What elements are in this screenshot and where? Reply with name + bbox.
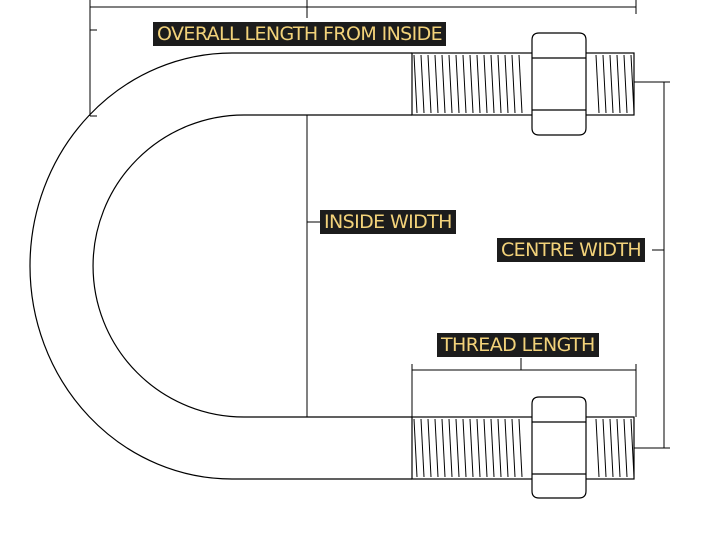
thread-length-dimension-line [411,358,637,417]
overall-length-tick-marks [90,29,97,117]
lower-threaded-leg [411,396,635,499]
thread-length-label: THREAD LENGTH [437,333,599,357]
inside-width-label: INSIDE WIDTH [320,210,456,234]
overall-length-dimension-line [89,0,637,116]
u-bolt-outer-outline [29,52,412,480]
centre-width-label: CENTRE WIDTH [497,238,646,262]
upper-threaded-leg [411,32,635,136]
lower-nut [531,396,587,499]
u-bolt-inner-outline [92,114,412,418]
upper-nut [531,32,587,136]
centre-width-dimension-line [634,81,670,449]
overall-length-label: OVERALL LENGTH FROM INSIDE [153,22,447,46]
inside-width-dimension-line [300,114,320,418]
